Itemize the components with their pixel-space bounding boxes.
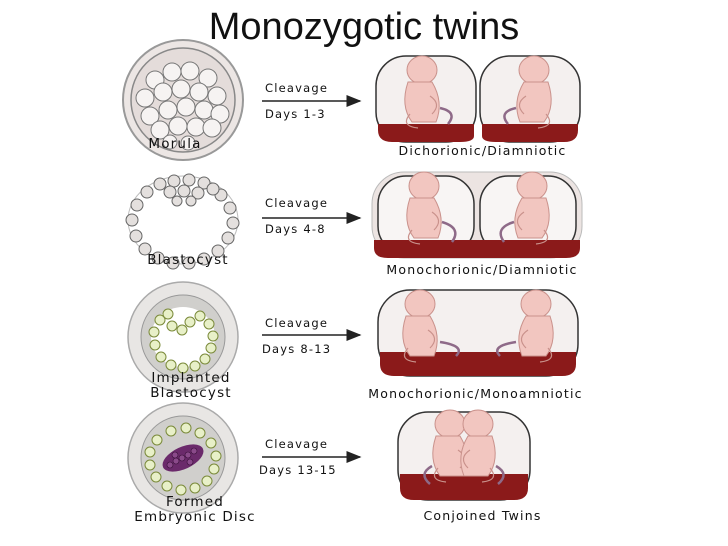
monochorionic-monoamniotic-figure xyxy=(377,289,579,377)
days-label-4: Days 13-15 xyxy=(259,463,337,477)
outcome-label-dichorionic-diamniotic: Dichorionic/Diamniotic xyxy=(398,143,567,158)
stage-label-line1: Formed xyxy=(165,494,225,510)
implanted-blastocyst-figure xyxy=(127,281,239,393)
cleavage-label-3: Cleavage xyxy=(265,316,329,330)
days-label-3: Days 8-13 xyxy=(262,342,332,356)
stage-label-morula: Morula xyxy=(148,136,202,152)
stage-label-blastocyst: Blastocyst xyxy=(147,252,229,268)
outcome-label-monochorionic-monoamniotic: Monochorionic/Monoamniotic xyxy=(368,386,583,401)
stage-label-embryonic-disc: Formed Embryonic Disc xyxy=(120,495,270,525)
monochorionic-diamniotic-figure xyxy=(371,171,583,259)
outcome-label-conjoined-twins: Conjoined Twins xyxy=(423,508,542,523)
days-label-1: Days 1-3 xyxy=(265,107,326,121)
cleavage-label-1: Cleavage xyxy=(265,81,329,95)
dichorionic-diamniotic-figure xyxy=(375,55,581,143)
blastocyst-figure xyxy=(125,173,240,270)
embryonic-disc-figure xyxy=(127,402,239,514)
days-label-2: Days 4-8 xyxy=(265,222,326,236)
morula-figure xyxy=(122,39,244,161)
stage-label-line2: Blastocyst xyxy=(150,385,232,401)
conjoined-twins-figure xyxy=(397,409,531,501)
stage-label-line1: Implanted xyxy=(151,370,231,386)
cleavage-label-2: Cleavage xyxy=(265,196,329,210)
stage-label-line2: Embryonic Disc xyxy=(134,509,256,525)
outcome-label-monochorionic-diamniotic: Monochorionic/Diamniotic xyxy=(386,262,578,277)
cleavage-label-4: Cleavage xyxy=(265,437,329,451)
stage-label-implanted-blastocyst: Implanted Blastocyst xyxy=(136,371,246,401)
page-title: Monozygotic twins xyxy=(208,6,520,48)
